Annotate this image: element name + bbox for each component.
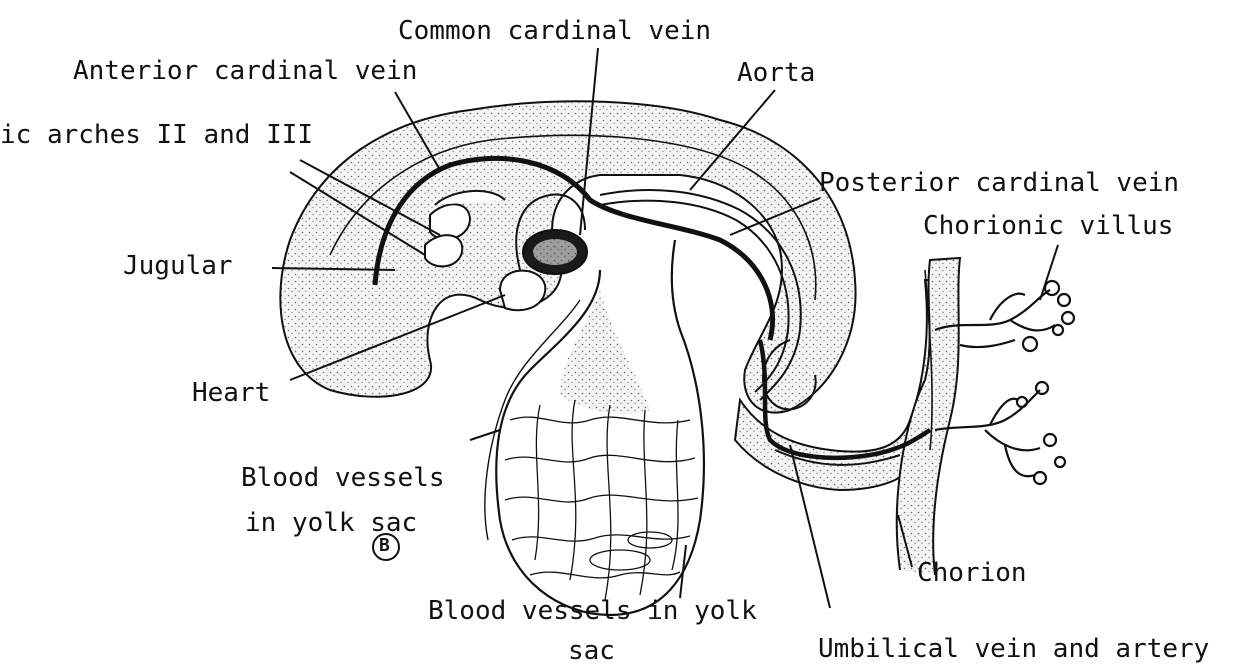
label-blood-vessels-yolk-sac-2b: sac bbox=[568, 638, 615, 664]
label-common-cardinal-vein: Common cardinal vein bbox=[398, 18, 711, 44]
heart-shape bbox=[500, 271, 545, 311]
label-chorion: Chorion bbox=[917, 560, 1027, 586]
label-blood-vessels-yolk-sac-1b: in yolk sac bbox=[245, 510, 417, 536]
label-blood-vessels-yolk-sac-1a: Blood vessels bbox=[241, 465, 445, 491]
label-jugular: Jugular bbox=[123, 253, 233, 279]
label-circled-marker: B bbox=[379, 537, 390, 555]
label-blood-vessels-yolk-sac-2a: Blood vessels in yolk bbox=[428, 598, 757, 624]
label-aortic-arches: ic arches II and III bbox=[0, 122, 313, 148]
label-aorta: Aorta bbox=[737, 60, 815, 86]
label-anterior-cardinal-vein: Anterior cardinal vein bbox=[73, 58, 417, 84]
label-umbilical-vessels: Umbilical vein and artery bbox=[818, 636, 1209, 662]
label-chorionic-villus: Chorionic villus bbox=[923, 213, 1173, 239]
label-posterior-cardinal-vein: Posterior cardinal vein bbox=[819, 170, 1179, 196]
label-heart: Heart bbox=[192, 380, 270, 406]
